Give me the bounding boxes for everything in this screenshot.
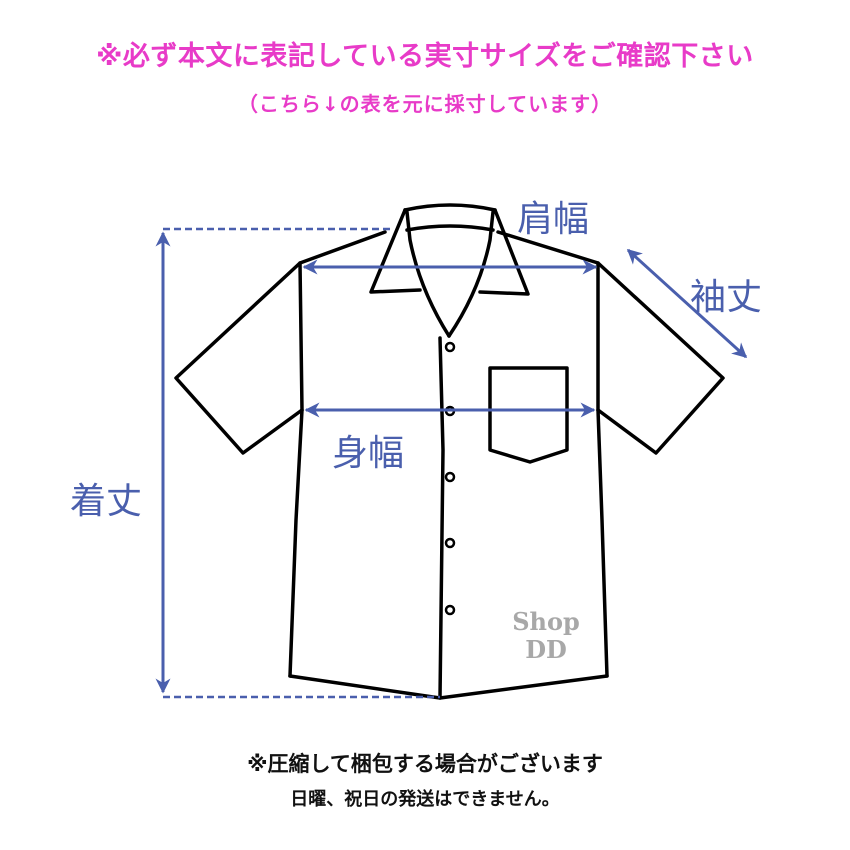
- watermark-line-2: DD: [525, 635, 567, 664]
- left-body-side: [288, 261, 304, 678]
- shirt-outline: [174, 203, 725, 700]
- shop-watermark: Shop DD: [498, 608, 594, 664]
- sleeve-length-label: 袖丈: [690, 277, 763, 318]
- lapel-left: [405, 210, 451, 338]
- collar-right: [478, 208, 530, 296]
- lapel-right: [447, 210, 495, 338]
- watermark-line-1: Shop: [512, 607, 580, 636]
- right-sleeve: [496, 230, 725, 455]
- size-notice-subheading: （こちら↓の表を元に採寸しています）: [237, 92, 613, 116]
- button-icon: [444, 537, 456, 549]
- hem: [288, 674, 609, 700]
- measurement-lines: [155, 227, 748, 699]
- total-length-label: 着丈: [70, 481, 143, 522]
- right-body-side: [596, 261, 609, 678]
- sleeve-length-arrow: [626, 248, 748, 359]
- button-icon: [444, 341, 456, 353]
- front-placket: [438, 336, 445, 700]
- shoulder-width-label: 肩幅: [517, 199, 590, 240]
- collar-left: [369, 208, 422, 294]
- body-width-label: 身幅: [332, 433, 405, 474]
- button-icon: [444, 604, 456, 616]
- collar-back: [403, 203, 497, 212]
- shirt-buttons: [444, 341, 456, 616]
- left-sleeve: [174, 230, 387, 455]
- collar-band: [405, 224, 495, 232]
- pocket: [488, 366, 569, 464]
- button-icon: [444, 471, 456, 483]
- size-notice-heading: ※必ず本文に表記している実寸サイズをご確認下さい: [96, 41, 754, 72]
- shipping-notice: 日曜、祝日の発送はできません。: [290, 789, 560, 810]
- packing-notice: ※圧縮して梱包する場合がございます: [247, 752, 603, 776]
